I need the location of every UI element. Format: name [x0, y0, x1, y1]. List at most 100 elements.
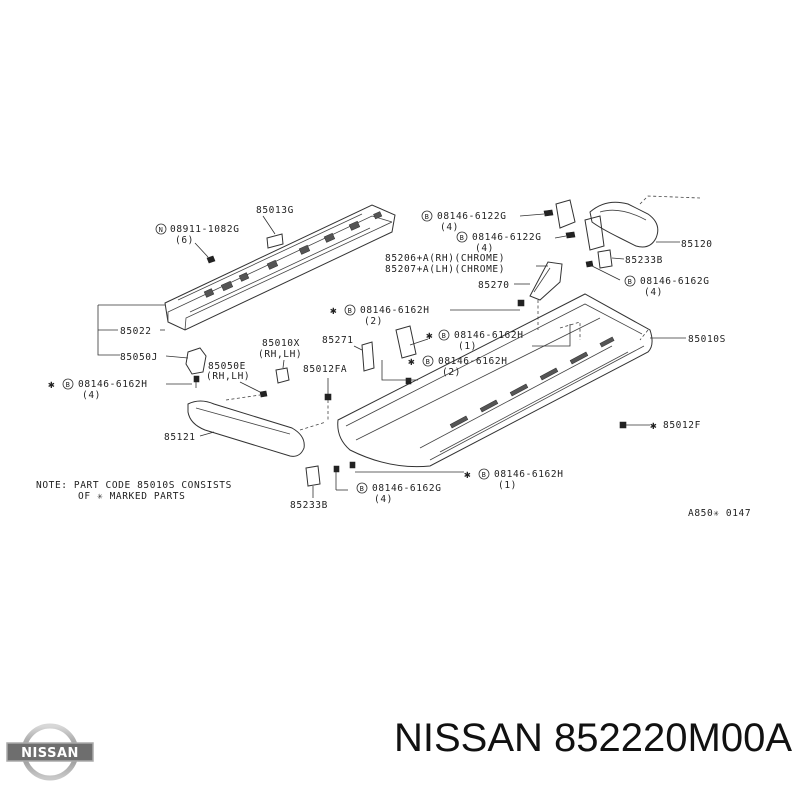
label-85233B-bottom: 85233B: [290, 500, 328, 511]
qty-08146-6122G-second: (4): [475, 243, 494, 254]
bolt-08146-6162G-bottom: B 08146-6162G (4): [333, 465, 442, 505]
reference-code: A850✳ 0147: [688, 508, 751, 519]
svg-text:B: B: [426, 358, 431, 366]
qty-08146-6162H-r1: (1): [458, 341, 477, 352]
n-circle-icon: [155, 223, 167, 235]
qty-08146-6162G-bottom: (4): [374, 494, 393, 505]
stay-85270: 85270: [478, 261, 563, 330]
label-85050J: 85050J: [120, 352, 158, 363]
clip-85012FA: 85012FA: [303, 364, 347, 420]
svg-text:✱: ✱: [330, 304, 337, 317]
label-85013G: 85013G: [256, 205, 294, 216]
bolt-08146-6162H-r2: ✱ B 08146-6162H (2): [381, 355, 508, 381]
bolt-08146-6162H-left: ✱ B 08146-6162H (4): [48, 378, 192, 401]
label-85012F: 85012F: [663, 420, 701, 431]
svg-text:✱: ✱: [464, 468, 471, 481]
b-circle-icon: [421, 210, 433, 222]
svg-text:B: B: [66, 381, 71, 389]
pad-85013G: 85013G: [256, 205, 294, 249]
svg-text:B: B: [628, 278, 633, 286]
caption-brand: NISSAN: [393, 716, 543, 760]
logo-text: NISSAN: [21, 746, 79, 761]
bolt-08146-6162H-bottom: ✱ B 08146-6162H (1): [349, 461, 564, 491]
label-08146-6122G: 08146-6122G: [437, 211, 507, 222]
label-85271: 85271: [322, 335, 354, 346]
label-85010S: 85010S: [688, 334, 726, 345]
label-08146-6162H-r1: 08146-6162H: [454, 330, 524, 341]
label-08146-6162H-bottom: 08146-6162H: [494, 469, 564, 480]
label-08146-6162G-bottom: 08146-6162G: [372, 483, 442, 494]
label-85120: 85120: [681, 239, 713, 250]
svg-text:B: B: [348, 307, 353, 315]
label-08146-6162H-mid: 08146-6162H: [360, 305, 430, 316]
bumper-reinforcement-85022: [164, 204, 396, 331]
clip-85050E: 85050E (RH,LH): [206, 361, 268, 398]
qty-08146-6162G-right: (4): [644, 287, 663, 298]
side-85050E: (RH,LH): [206, 371, 250, 382]
nut-08911-1082G: N 08911-1082G (6): [155, 223, 240, 264]
b-circle-icon: [624, 275, 636, 287]
bolt-08146-6162H-r1: ✱ B 08146-6162H (1): [426, 324, 571, 352]
bolt-08146-6162G-right: B 08146-6162G (4): [585, 260, 710, 298]
corner-fascia-85120: 85120: [589, 195, 713, 250]
label-85050E: 85050E: [208, 361, 246, 372]
b-circle-icon: [422, 355, 434, 367]
clip-85012F: ✱ 85012F: [619, 419, 701, 432]
note: NOTE: PART CODE 85010S CONSISTS OF ✳ MAR…: [36, 480, 232, 502]
svg-text:✱: ✱: [48, 378, 55, 391]
label-85207: 85207+A(LH)(CHROME): [385, 264, 505, 275]
label-08146-6122G-second: 08146-6122G: [472, 232, 542, 243]
b-circle-icon: [356, 482, 368, 494]
bolt-08146-6122G-top: B 08146-6122G (4): [421, 209, 554, 233]
label-08146-6162H-left: 08146-6162H: [78, 379, 148, 390]
label-08146-6162G-right: 08146-6162G: [640, 276, 710, 287]
svg-text:✱: ✱: [426, 329, 433, 342]
svg-text:✱: ✱: [408, 355, 415, 368]
fascia-ribs: [419, 336, 629, 453]
qty-08146-6162H-mid: (2): [364, 316, 383, 327]
bracket-85233B-bottom: 85233B: [290, 465, 328, 511]
qty-08911-1082G: (6): [175, 235, 194, 246]
qty-08146-6162H-r2: (2): [442, 367, 461, 378]
bolt-08146-6122G-second: B 08146-6122G (4): [456, 231, 576, 254]
label-08146-6162H-r2: 08146-6162H: [438, 356, 508, 367]
svg-text:B: B: [425, 213, 430, 221]
svg-text:B: B: [482, 471, 487, 479]
label-85270: 85270: [478, 280, 510, 291]
label-group-85022: 85022: [97, 304, 165, 356]
note-line-2: OF ✳ MARKED PARTS: [78, 491, 185, 502]
label-85206: 85206+A(RH)(CHROME): [385, 253, 505, 264]
b-circle-icon: [62, 378, 74, 390]
part-caption: NISSAN 852220M00A: [394, 716, 792, 761]
qty-08146-6122G: (4): [440, 222, 459, 233]
bumper-fascia-85010S: 85010S: [337, 293, 726, 468]
nissan-logo: NISSAN: [6, 723, 94, 781]
label-85010X: 85010X: [262, 338, 300, 349]
svg-text:B: B: [442, 332, 447, 340]
b-circle-icon: [344, 304, 356, 316]
note-line-1: NOTE: PART CODE 85010S CONSISTS: [36, 480, 232, 491]
bolt-08146-6162H-mid: ✱ B 08146-6162H (2): [330, 299, 525, 327]
svg-text:B: B: [360, 485, 365, 493]
bracket-85050J: 85050J: [120, 347, 207, 388]
b-circle-icon: [456, 231, 468, 243]
caption-part-number: 852220M00A: [554, 716, 792, 760]
b-circle-icon: [438, 329, 450, 341]
label-08911-1082G: 08911-1082G: [170, 224, 240, 235]
bracket-85271: 85271: [322, 325, 429, 385]
reinforcement-slots: [203, 211, 383, 298]
label-85233B-right: 85233B: [625, 255, 663, 266]
svg-text:B: B: [460, 234, 465, 242]
label-85121: 85121: [164, 432, 196, 443]
svg-text:N: N: [159, 226, 164, 234]
bracket-85233B-right: 85233B: [597, 249, 663, 269]
b-circle-icon: [478, 468, 490, 480]
qty-08146-6162H-left: (4): [82, 390, 101, 401]
svg-text:✱: ✱: [650, 419, 657, 432]
label-85022: 85022: [120, 326, 152, 337]
qty-08146-6162H-bottom: (1): [498, 480, 517, 491]
side-85010X: (RH,LH): [258, 349, 302, 360]
clip-85010X: 85010X (RH,LH): [258, 338, 302, 384]
